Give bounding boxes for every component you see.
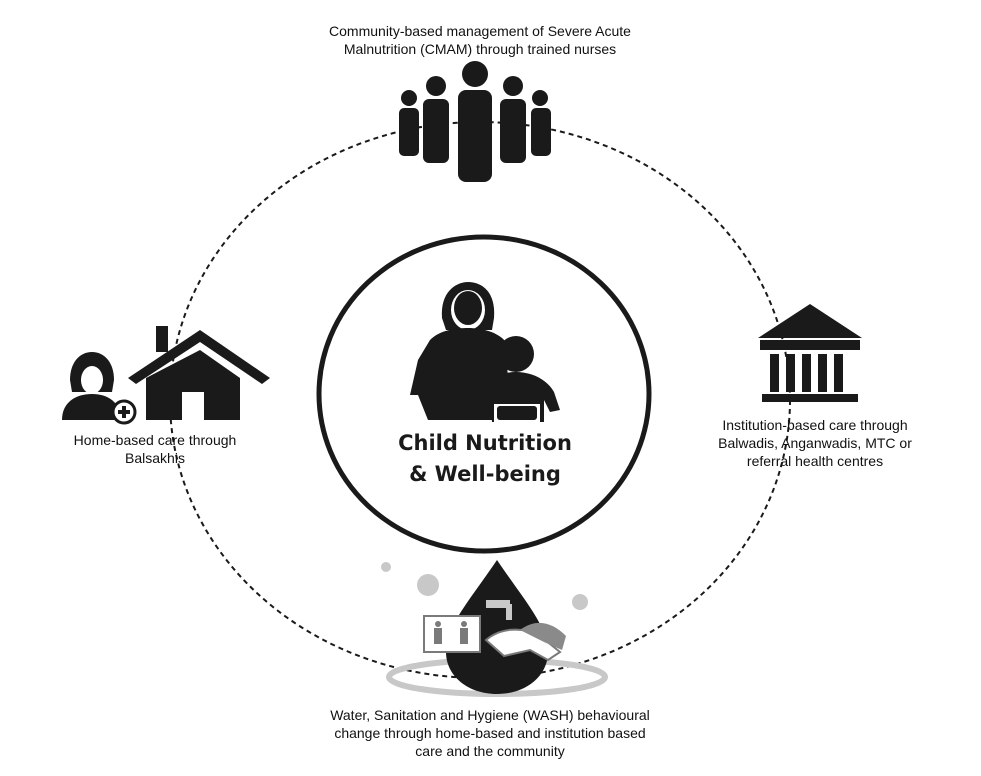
left-label-line: Home-based care through bbox=[73, 432, 237, 448]
center-title: Child Nutrition & Well-being bbox=[370, 428, 600, 490]
right-label-line: Balwadis, Anganwadis, MTC or bbox=[718, 435, 912, 451]
right-label-line: Institution-based care through bbox=[722, 417, 908, 433]
top-label-line: Community-based management of Severe Acu… bbox=[329, 23, 631, 39]
people-group-icon bbox=[399, 61, 551, 182]
top-node-label: Community-based management of Severe Acu… bbox=[290, 22, 670, 58]
top-label-line: Malnutrition (CMAM) through trained nurs… bbox=[343, 41, 617, 57]
right-node-label: Institution-based care through Balwadis,… bbox=[700, 416, 930, 470]
bottom-label-line: change through home-based and institutio… bbox=[334, 725, 646, 741]
bottom-label-line: care and the community bbox=[415, 743, 565, 759]
institution-building-icon bbox=[758, 304, 862, 402]
left-node-label: Home-based care through Balsakhis bbox=[40, 431, 270, 467]
right-label-line: referral health centres bbox=[746, 453, 884, 469]
center-title-line: Child Nutrition bbox=[398, 431, 572, 455]
center-title-line: & Well-being bbox=[409, 462, 561, 486]
bottom-label-line: Water, Sanitation and Hygiene (WASH) beh… bbox=[330, 707, 650, 723]
house-caregiver-icon bbox=[62, 326, 270, 425]
mother-child-icon bbox=[410, 282, 560, 422]
left-label-line: Balsakhis bbox=[125, 450, 185, 466]
bottom-node-label: Water, Sanitation and Hygiene (WASH) beh… bbox=[300, 706, 680, 760]
wash-water-drop-icon bbox=[381, 560, 608, 697]
